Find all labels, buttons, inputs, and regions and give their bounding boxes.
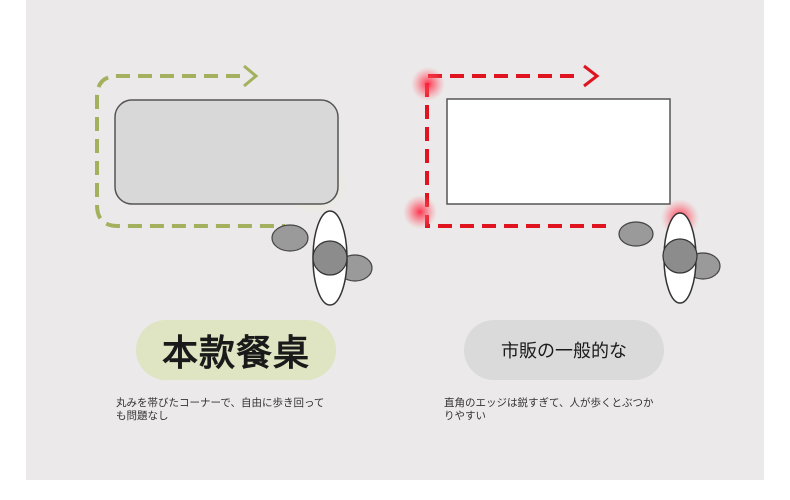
rounded-table-caption: 丸みを帯びたコーナーで、自由に歩き回って も問題なし xyxy=(116,397,366,423)
corner-collision-icon xyxy=(403,195,437,229)
square-table-scene xyxy=(403,64,721,304)
walking-person-icon xyxy=(618,212,721,304)
caption-line: 直角のエッジは鋭すぎて、人が歩くとぶつか xyxy=(444,397,654,409)
walking-person-icon xyxy=(271,210,373,306)
walking-path-green xyxy=(95,74,285,228)
square-table-caption: 直角のエッジは鋭すぎて、人が歩くとぶつか りやすい xyxy=(444,397,694,423)
arrow-right-icon xyxy=(243,64,259,88)
walking-path-red xyxy=(425,74,612,228)
common-table-label: 市販の一般的な xyxy=(464,320,664,380)
square-table xyxy=(446,98,671,205)
arrow-right-icon xyxy=(583,64,600,88)
caption-line: 丸みを帯びたコーナーで、自由に歩き回って xyxy=(116,397,325,409)
rounded-table xyxy=(114,99,339,205)
corner-collision-icon xyxy=(411,67,445,101)
this-table-label: 本款餐桌 xyxy=(136,320,336,380)
caption-line: も問題なし xyxy=(116,410,169,422)
caption-line: りやすい xyxy=(444,410,486,422)
rounded-table-scene xyxy=(95,64,373,306)
